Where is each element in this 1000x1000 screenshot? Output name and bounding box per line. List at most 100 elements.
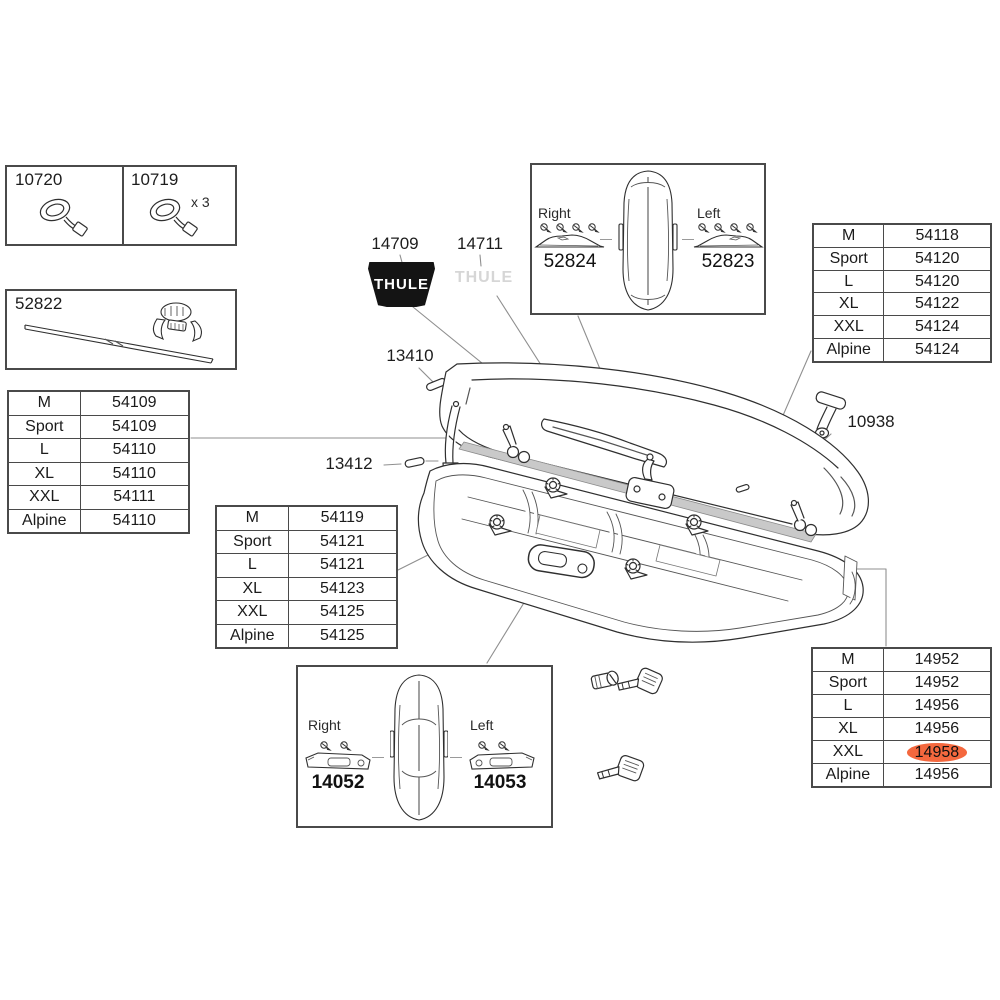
- key-icon: [596, 755, 645, 782]
- quantity-label: x 3: [191, 194, 210, 210]
- table-row: Alpine 54124: [814, 338, 990, 361]
- connector-dash: [600, 239, 612, 240]
- lid-lifter-panel: Right 52824 Left: [530, 163, 766, 315]
- size-cell: L: [813, 695, 884, 717]
- roofbox-lid: [439, 362, 869, 536]
- part-number-cell: 54120: [914, 249, 960, 267]
- part-number-label: 14053: [473, 772, 527, 793]
- size-cell: L: [9, 439, 81, 462]
- connector-dash: [450, 757, 462, 758]
- size-cell: XXL: [9, 486, 81, 509]
- thule-decal-gray: THULE: [454, 269, 514, 286]
- size-cell: M: [813, 649, 884, 671]
- size-cell: Sport: [9, 415, 81, 438]
- size-cell: Sport: [813, 672, 884, 694]
- table-row: Sport 54121: [217, 529, 396, 553]
- connector-dash: [682, 239, 694, 240]
- part-id-label: 10720: [15, 170, 63, 189]
- roofbox-top-view-icon: [618, 170, 678, 311]
- size-cell: Alpine: [217, 624, 289, 647]
- part-number-cell: 54120: [914, 272, 960, 290]
- size-cell: Alpine: [813, 764, 884, 786]
- part-number-cell: 54122: [914, 295, 960, 313]
- lidlift-plate-panel: Right 14052 Left: [296, 665, 553, 828]
- key-icon: [617, 667, 663, 695]
- strap-buckle-icon: [149, 198, 198, 237]
- lock-cylinder-icon: [590, 670, 619, 690]
- side-label-right: Right: [538, 205, 571, 221]
- table-row: XL 54110: [9, 461, 188, 485]
- callout-pin-upper: 13410: [386, 346, 434, 365]
- side-label-left: Left: [697, 205, 721, 221]
- part-number-cell: 14956: [914, 766, 960, 783]
- part-number-cell: 14958: [884, 741, 990, 763]
- roofbox-top-view-icon: [390, 674, 448, 821]
- size-cell: XXL: [217, 601, 289, 624]
- lidlift-panel-icon: [305, 752, 371, 770]
- size-cell: L: [217, 554, 289, 577]
- part-number-cell: 14956: [914, 720, 960, 737]
- fitting-10938-icon: [814, 391, 847, 439]
- part-number-label: 52823: [701, 251, 755, 272]
- part-number-cell: 54110: [112, 441, 156, 459]
- table-row: L 54121: [217, 553, 396, 577]
- size-cell: M: [9, 392, 81, 415]
- size-cell: XXL: [814, 316, 885, 339]
- table-row: L 54110: [9, 438, 188, 462]
- table-row: Alpine 54125: [217, 623, 396, 647]
- callout-fitting: 10938: [847, 412, 895, 431]
- size-cell: XL: [813, 718, 884, 740]
- part-number-cell: 54125: [320, 603, 365, 621]
- tension-bar-icon: [24, 302, 214, 364]
- part-number-cell: 54124: [914, 341, 960, 359]
- table-row: Sport 14952: [813, 671, 990, 694]
- size-cell: XL: [9, 462, 81, 485]
- strap-buckle-icon: [39, 198, 88, 237]
- part-number-cell: 54119: [320, 509, 364, 527]
- part-number-cell: 54123: [320, 579, 365, 597]
- part-number-cell: 14952: [914, 651, 960, 668]
- lid-lifter-bracket-icon: [693, 234, 764, 248]
- part-number-cell: 54125: [320, 626, 365, 644]
- part-number-label: 14052: [311, 772, 365, 793]
- panel-divider: [122, 167, 124, 244]
- thule-decal-black: THULE: [368, 262, 435, 307]
- screw-icons: [320, 741, 352, 751]
- part-number-cell: 54121: [320, 532, 365, 550]
- front-lock-housing: [527, 544, 595, 579]
- table-row: XL 14956: [813, 717, 990, 740]
- table-row: XXL 54111: [9, 485, 188, 509]
- side-label-left: Left: [470, 717, 494, 733]
- table-row: Alpine 14956: [813, 763, 990, 786]
- roofbox-base: [417, 462, 864, 643]
- part-id-label: 52822: [15, 294, 63, 313]
- lid-latches: [502, 423, 818, 537]
- size-cell: Sport: [217, 530, 289, 553]
- t-track-knobs: [488, 477, 709, 580]
- straps-panel: 10720 10719 x 3: [5, 165, 237, 246]
- lidlift-panel-icon: [469, 752, 535, 770]
- size-cell: Alpine: [814, 339, 885, 361]
- table-row: XL 54122: [814, 292, 990, 316]
- callout-pin-lower: 13412: [325, 454, 373, 473]
- part-number-cell: 54110: [112, 464, 156, 482]
- part-number-cell: 54111: [113, 488, 156, 506]
- part-number-cell: 54121: [320, 556, 365, 574]
- side-label-right: Right: [308, 717, 341, 733]
- part-number-label: 52824: [543, 251, 597, 272]
- size-cell: XL: [814, 293, 885, 316]
- callout-decal-gray: 14711: [456, 234, 503, 253]
- part-number-cell: 14952: [914, 674, 960, 691]
